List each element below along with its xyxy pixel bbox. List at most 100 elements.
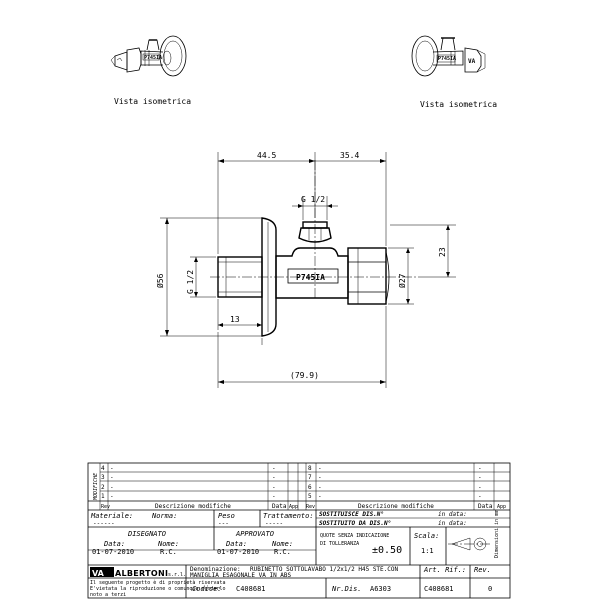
svg-text:VA: VA — [468, 58, 476, 65]
dim-23: 23 — [438, 247, 447, 257]
denominazione-label: Denominazione: — [190, 566, 241, 573]
mod-data-left-4: - — [272, 493, 276, 500]
mod-desc-right-2: - — [318, 474, 322, 481]
sostituisce-data-label: in data: — [438, 511, 467, 518]
ref-value: C408681 — [424, 585, 454, 593]
tolleranza-line2: DI TOLLERANZA — [320, 541, 359, 547]
materiale-label: Materiale: — [90, 512, 133, 520]
mod-col-desc-right: Descrizione modifiche — [358, 503, 434, 510]
mod-row-right-2: 7 — [308, 474, 312, 481]
mod-row-left-4: 1 — [101, 493, 105, 500]
disegnato-label: DISEGNATO — [127, 530, 166, 538]
body-marking: P745IA — [296, 273, 325, 282]
norma-label: Norma: — [151, 512, 177, 520]
mod-row-right-4: 5 — [308, 493, 312, 500]
dim-diameter-56: Ø56 — [155, 273, 165, 288]
dim-13: 13 — [230, 315, 240, 324]
mod-col-data-right: Data — [478, 503, 493, 510]
mod-col-app-left: App — [289, 504, 298, 510]
dim-g-half-top: G 1/2 — [301, 195, 325, 204]
albertoni-logo: VA ALBERTONI s.r.l. — [90, 567, 186, 578]
sostituito-data-label: in data: — [438, 520, 467, 527]
peso-label: Peso — [218, 512, 235, 520]
mod-row-left-1: 4 — [101, 465, 105, 472]
mod-desc-right-3: - — [318, 484, 322, 491]
mod-row-right-1: 8 — [308, 465, 312, 472]
mod-col-desc-left: Descrizione modifiche — [155, 503, 231, 510]
art-rif-label: Art. Rif.: — [423, 566, 466, 574]
property-line3: noto a terzi — [90, 592, 126, 598]
tolleranza-line1: QUOTE SENZA INDICAZIONE — [320, 533, 389, 539]
mod-desc-right-4: - — [318, 493, 322, 500]
mod-data-right-4: - — [478, 493, 482, 500]
disegnato-data: 01-07-2010 — [92, 548, 134, 556]
mod-row-right-3: 6 — [308, 484, 312, 491]
mod-data-left-2: - — [272, 474, 276, 481]
mod-data-left-3: - — [272, 484, 276, 491]
approvato-data-label: Data: — [225, 540, 247, 548]
trattamento-value: ----- — [265, 520, 283, 527]
mod-data-right-3: - — [478, 484, 482, 491]
dim-g-half-side: G 1/2 — [186, 270, 195, 294]
mod-desc-left-2: - — [110, 474, 114, 481]
mod-row-left-2: 3 — [101, 474, 105, 481]
mod-desc-right-1: - — [318, 465, 322, 472]
denominazione-line2: MANIGLIA ESAGONALE VA IN ABS — [190, 572, 292, 579]
approvato-label: APPROVATO — [235, 530, 274, 538]
scala-value: 1:1 — [421, 547, 434, 555]
mod-data-right-2: - — [478, 474, 482, 481]
mod-col-rev-right: Rev — [306, 504, 315, 510]
materiale-value: ------ — [93, 520, 115, 527]
disegnato-nome-label: Nome: — [157, 540, 179, 548]
mod-row-left-3: 2 — [101, 484, 105, 491]
right-view-caption: Vista isometrica — [420, 100, 497, 109]
mod-desc-left-1: - — [110, 465, 114, 472]
nr-dis-label: Nr.Dis. — [331, 585, 362, 593]
svg-text:P745IA: P745IA — [144, 55, 162, 61]
dim-diameter-27: Ø27 — [397, 273, 407, 288]
mod-col-data-left: Data — [272, 503, 287, 510]
modifiche-label: MODIFICHE — [93, 473, 99, 501]
disegnato-data-label: Data: — [103, 540, 125, 548]
approvato-data: 01-07-2010 — [217, 548, 259, 556]
mod-desc-left-4: - — [110, 493, 114, 500]
title-block: MODIFICHE 4 3 2 1 - - - - - - - - 8 7 6 … — [87, 462, 511, 599]
logo-suffix: s.r.l. — [168, 572, 186, 578]
mod-desc-left-3: - — [110, 484, 114, 491]
mod-data-left-1: - — [272, 465, 276, 472]
approvato-nome: R.C. — [274, 548, 291, 556]
disegnato-nome: R.C. — [160, 548, 177, 556]
dim-35-4: 35.4 — [340, 151, 359, 160]
nr-dis-value: A6303 — [370, 585, 391, 593]
codice-value: C408681 — [236, 585, 266, 593]
dim-overall: (79.9) — [290, 371, 319, 380]
sostituisce-label: SOSTITUISCE DIS.N° — [319, 511, 384, 518]
projection-symbol-icon — [448, 537, 490, 551]
isometric-view-right: P745IA VA — [411, 35, 486, 77]
scala-label: Scala: — [414, 532, 439, 540]
rev-label: Rev. — [474, 566, 491, 574]
rev-value: 0 — [488, 585, 492, 593]
dimensioni-label: Dimensioni in mm — [494, 510, 500, 558]
mod-col-app-right: App — [497, 504, 506, 510]
sostituito-label: SOSTITUITO DA DIS.N° — [319, 520, 391, 527]
isometric-view-left: P745IA — [110, 35, 187, 77]
codice-label: Codice: — [192, 585, 222, 593]
peso-value: --- — [218, 520, 229, 527]
svg-text:P745IA: P745IA — [438, 56, 456, 62]
property-line2: E'vietata la riproduzione o comunque ren… — [90, 586, 225, 592]
dim-44-5: 44.5 — [257, 151, 276, 160]
trattamento-label: Trattamento: — [263, 512, 314, 520]
logo-name: ALBERTONI — [115, 569, 168, 578]
main-section-view: P745IA 44.5 35.4 G 1/2 Ø56 — [155, 151, 456, 388]
approvato-nome-label: Nome: — [271, 540, 293, 548]
left-view-caption: Vista isometrica — [114, 97, 191, 106]
denominazione-line1: RUBINETTO SOTTOLAVABO 1/2x1/2 H45 STE.CO… — [250, 566, 398, 573]
tolleranza-value: ±0.50 — [372, 545, 402, 556]
logo-va: VA — [92, 569, 105, 578]
mod-col-rev-left: Rev — [101, 504, 110, 510]
mod-data-right-1: - — [478, 465, 482, 472]
property-line1: Il seguente progetto è di proprietà rise… — [90, 579, 225, 586]
